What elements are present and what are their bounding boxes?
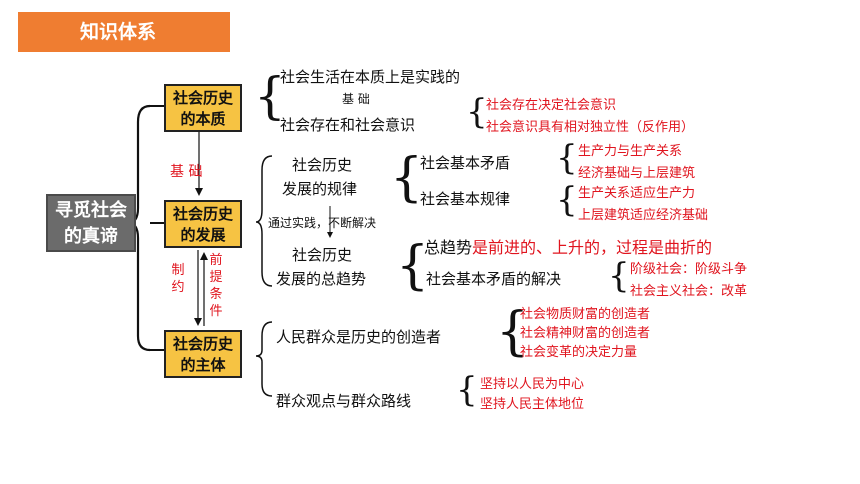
root-node: 寻觅社会 的真谛 <box>46 194 136 252</box>
node-essence-line1: 社会历史 <box>172 89 233 107</box>
law-line2: 发展的规律 <box>282 180 358 198</box>
mass-line-sub-1: 坚持以人民为中心 <box>480 377 585 392</box>
node-subject-line2: 的主体 <box>180 356 226 374</box>
basic-law-sub-2: 上层建筑适应经济基础 <box>578 208 709 223</box>
trend-line1: 社会历史 <box>292 246 353 264</box>
arrow-premise-head <box>200 252 208 260</box>
label-restrict: 制约 <box>171 263 185 295</box>
contradiction-brace: { <box>556 138 578 178</box>
resolution: 社会基本矛盾的解决 <box>426 270 562 288</box>
root-line1: 寻觅社会 <box>55 200 127 221</box>
basic-law-brace: { <box>556 180 578 220</box>
development-bracket <box>255 155 273 287</box>
mass-line: 群众观点与群众路线 <box>276 392 412 410</box>
node-development: 社会历史 的发展 <box>164 200 242 248</box>
subject-bracket <box>255 321 273 397</box>
resolution-sub-2: 社会主义社会：改革 <box>630 284 748 299</box>
arrow-restrict-head <box>194 318 202 326</box>
resolution-brace: { <box>608 256 630 296</box>
trend-brace: { <box>396 236 430 296</box>
essence-item2: 社会存在和社会意识 <box>280 116 416 134</box>
mass-line-brace: { <box>456 370 478 410</box>
arrow-foundation-head <box>195 188 203 196</box>
basic-law: 社会基本规律 <box>420 190 511 208</box>
section-banner: 知识体系 <box>18 12 230 52</box>
essence-sub-1: 社会存在决定社会意识 <box>486 98 617 113</box>
practice-label: 通过实践，不断解决 <box>268 216 377 230</box>
creators: 人民群众是历史的创造者 <box>276 328 442 346</box>
node-subject: 社会历史 的主体 <box>164 330 242 378</box>
contradiction-sub-1: 生产力与生产关系 <box>578 144 683 159</box>
creators-brace: { <box>496 302 530 362</box>
essence-sub-brace: { <box>466 92 488 132</box>
node-essence: 社会历史 的本质 <box>164 84 242 132</box>
creators-sub-3: 社会变革的决定力量 <box>520 345 638 360</box>
node-development-line1: 社会历史 <box>172 205 233 223</box>
mass-line-sub-2: 坚持人民主体地位 <box>480 397 585 412</box>
resolution-sub-1: 阶级社会：阶级斗争 <box>630 262 748 277</box>
trend-line2: 发展的总趋势 <box>276 270 367 288</box>
overall-trend: 总趋势是前进的、上升的，过程是曲折的 <box>424 234 712 258</box>
label-foundation: 基 础 <box>170 164 203 180</box>
basic-law-sub-1: 生产关系适应生产力 <box>578 186 696 201</box>
essence-item1: 社会生活在本质上是实践的 <box>280 68 461 86</box>
banner-title: 知识体系 <box>80 21 157 43</box>
node-essence-line2: 的本质 <box>180 110 226 128</box>
overall-rest: 是前进的、上升的，过程是曲折的 <box>472 238 713 257</box>
overall-prefix: 总趋势 <box>424 238 473 257</box>
node-subject-line1: 社会历史 <box>172 335 233 353</box>
essence-brace: { <box>254 67 286 125</box>
arrow-law-trend-head <box>327 232 333 238</box>
contradiction-sub-2: 经济基础与上层建筑 <box>578 166 696 181</box>
root-line2: 的真谛 <box>64 226 118 247</box>
creators-sub-2: 社会精神财富的创造者 <box>520 326 651 341</box>
creators-sub-1: 社会物质财富的创造者 <box>520 307 651 322</box>
contradiction: 社会基本矛盾 <box>420 154 511 172</box>
law-brace: { <box>390 148 424 208</box>
law-line1: 社会历史 <box>292 156 353 174</box>
node-development-line2: 的发展 <box>180 226 226 244</box>
essence-sub-2: 社会意识具有相对独立性（反作用） <box>486 120 695 135</box>
essence-mid-label: 基 础 <box>342 92 370 106</box>
label-premise: 前提条件 <box>209 253 223 319</box>
